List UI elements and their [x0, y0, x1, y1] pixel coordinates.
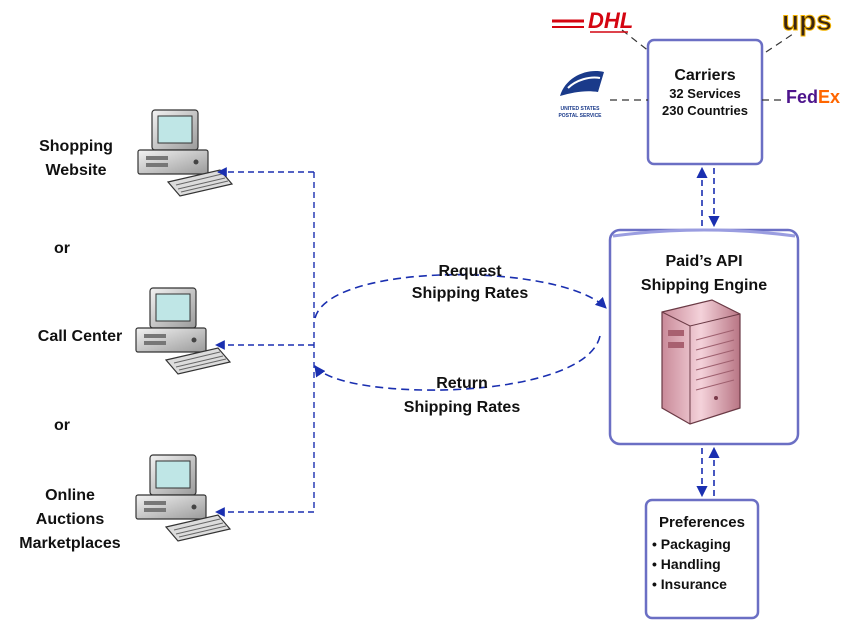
ups-text: ups	[782, 5, 832, 36]
preferences-title: Preferences	[659, 514, 745, 531]
auctions-label-2: Auctions	[36, 511, 105, 528]
shopping-label-1: Shopping	[39, 138, 113, 155]
carriers-countries: 230 Countries	[662, 103, 748, 118]
return-label-2: Shipping Rates	[404, 399, 521, 416]
fedex-ex: Ex	[818, 87, 840, 107]
carriers-title: Carriers	[674, 67, 735, 84]
fedex-logo: FedEx	[786, 87, 840, 107]
carriers-services: 32 Services	[669, 86, 741, 101]
request-label-1: Request	[438, 263, 502, 280]
usps-text-2: POSTAL SERVICE	[558, 113, 602, 119]
request-label-2: Shipping Rates	[412, 285, 529, 302]
engine-carrier-link	[696, 166, 720, 228]
rate-flow-arrows	[314, 273, 607, 391]
dhl-text: DHL	[588, 8, 633, 33]
or-label-1: or	[54, 240, 70, 257]
svg-text:FedEx: FedEx	[786, 87, 840, 107]
auctions-label-3: Marketplaces	[19, 535, 120, 552]
or-label-2: or	[54, 417, 70, 434]
engine-title-2: Shipping Engine	[641, 277, 767, 294]
request-arc	[314, 273, 607, 319]
client-connector	[215, 167, 315, 517]
carriers-box: Carriers 32 Services 230 Countries	[646, 38, 764, 166]
return-label-1: Return	[436, 375, 488, 392]
return-arc	[314, 335, 601, 391]
usps-logo: UNITED STATES POSTAL SERVICE	[556, 70, 604, 119]
dhl-logo: DHL	[552, 8, 633, 33]
server-icon	[661, 299, 741, 425]
computer-icon	[135, 287, 231, 375]
engine-title-1: Paid’s API	[665, 253, 742, 270]
computer-icon	[135, 454, 231, 542]
preferences-item: • Handling	[652, 556, 721, 572]
computer-icon	[137, 109, 233, 197]
auctions-label-1: Online	[45, 487, 95, 504]
fedex-fed: Fed	[786, 87, 818, 107]
shipping-engine-box: Paid’s API Shipping Engine	[608, 228, 800, 446]
engine-preferences-link	[696, 446, 720, 498]
ups-logo: ups	[782, 5, 833, 37]
usps-text-1: UNITED STATES	[561, 106, 601, 112]
preferences-item: • Packaging	[652, 536, 731, 552]
call-center-label: Call Center	[38, 328, 122, 345]
preferences-box: Preferences • Packaging • Handling • Ins…	[644, 498, 760, 620]
carrier-connectors	[610, 29, 797, 101]
preferences-item: • Insurance	[652, 576, 727, 592]
shopping-label-2: Website	[45, 162, 106, 179]
